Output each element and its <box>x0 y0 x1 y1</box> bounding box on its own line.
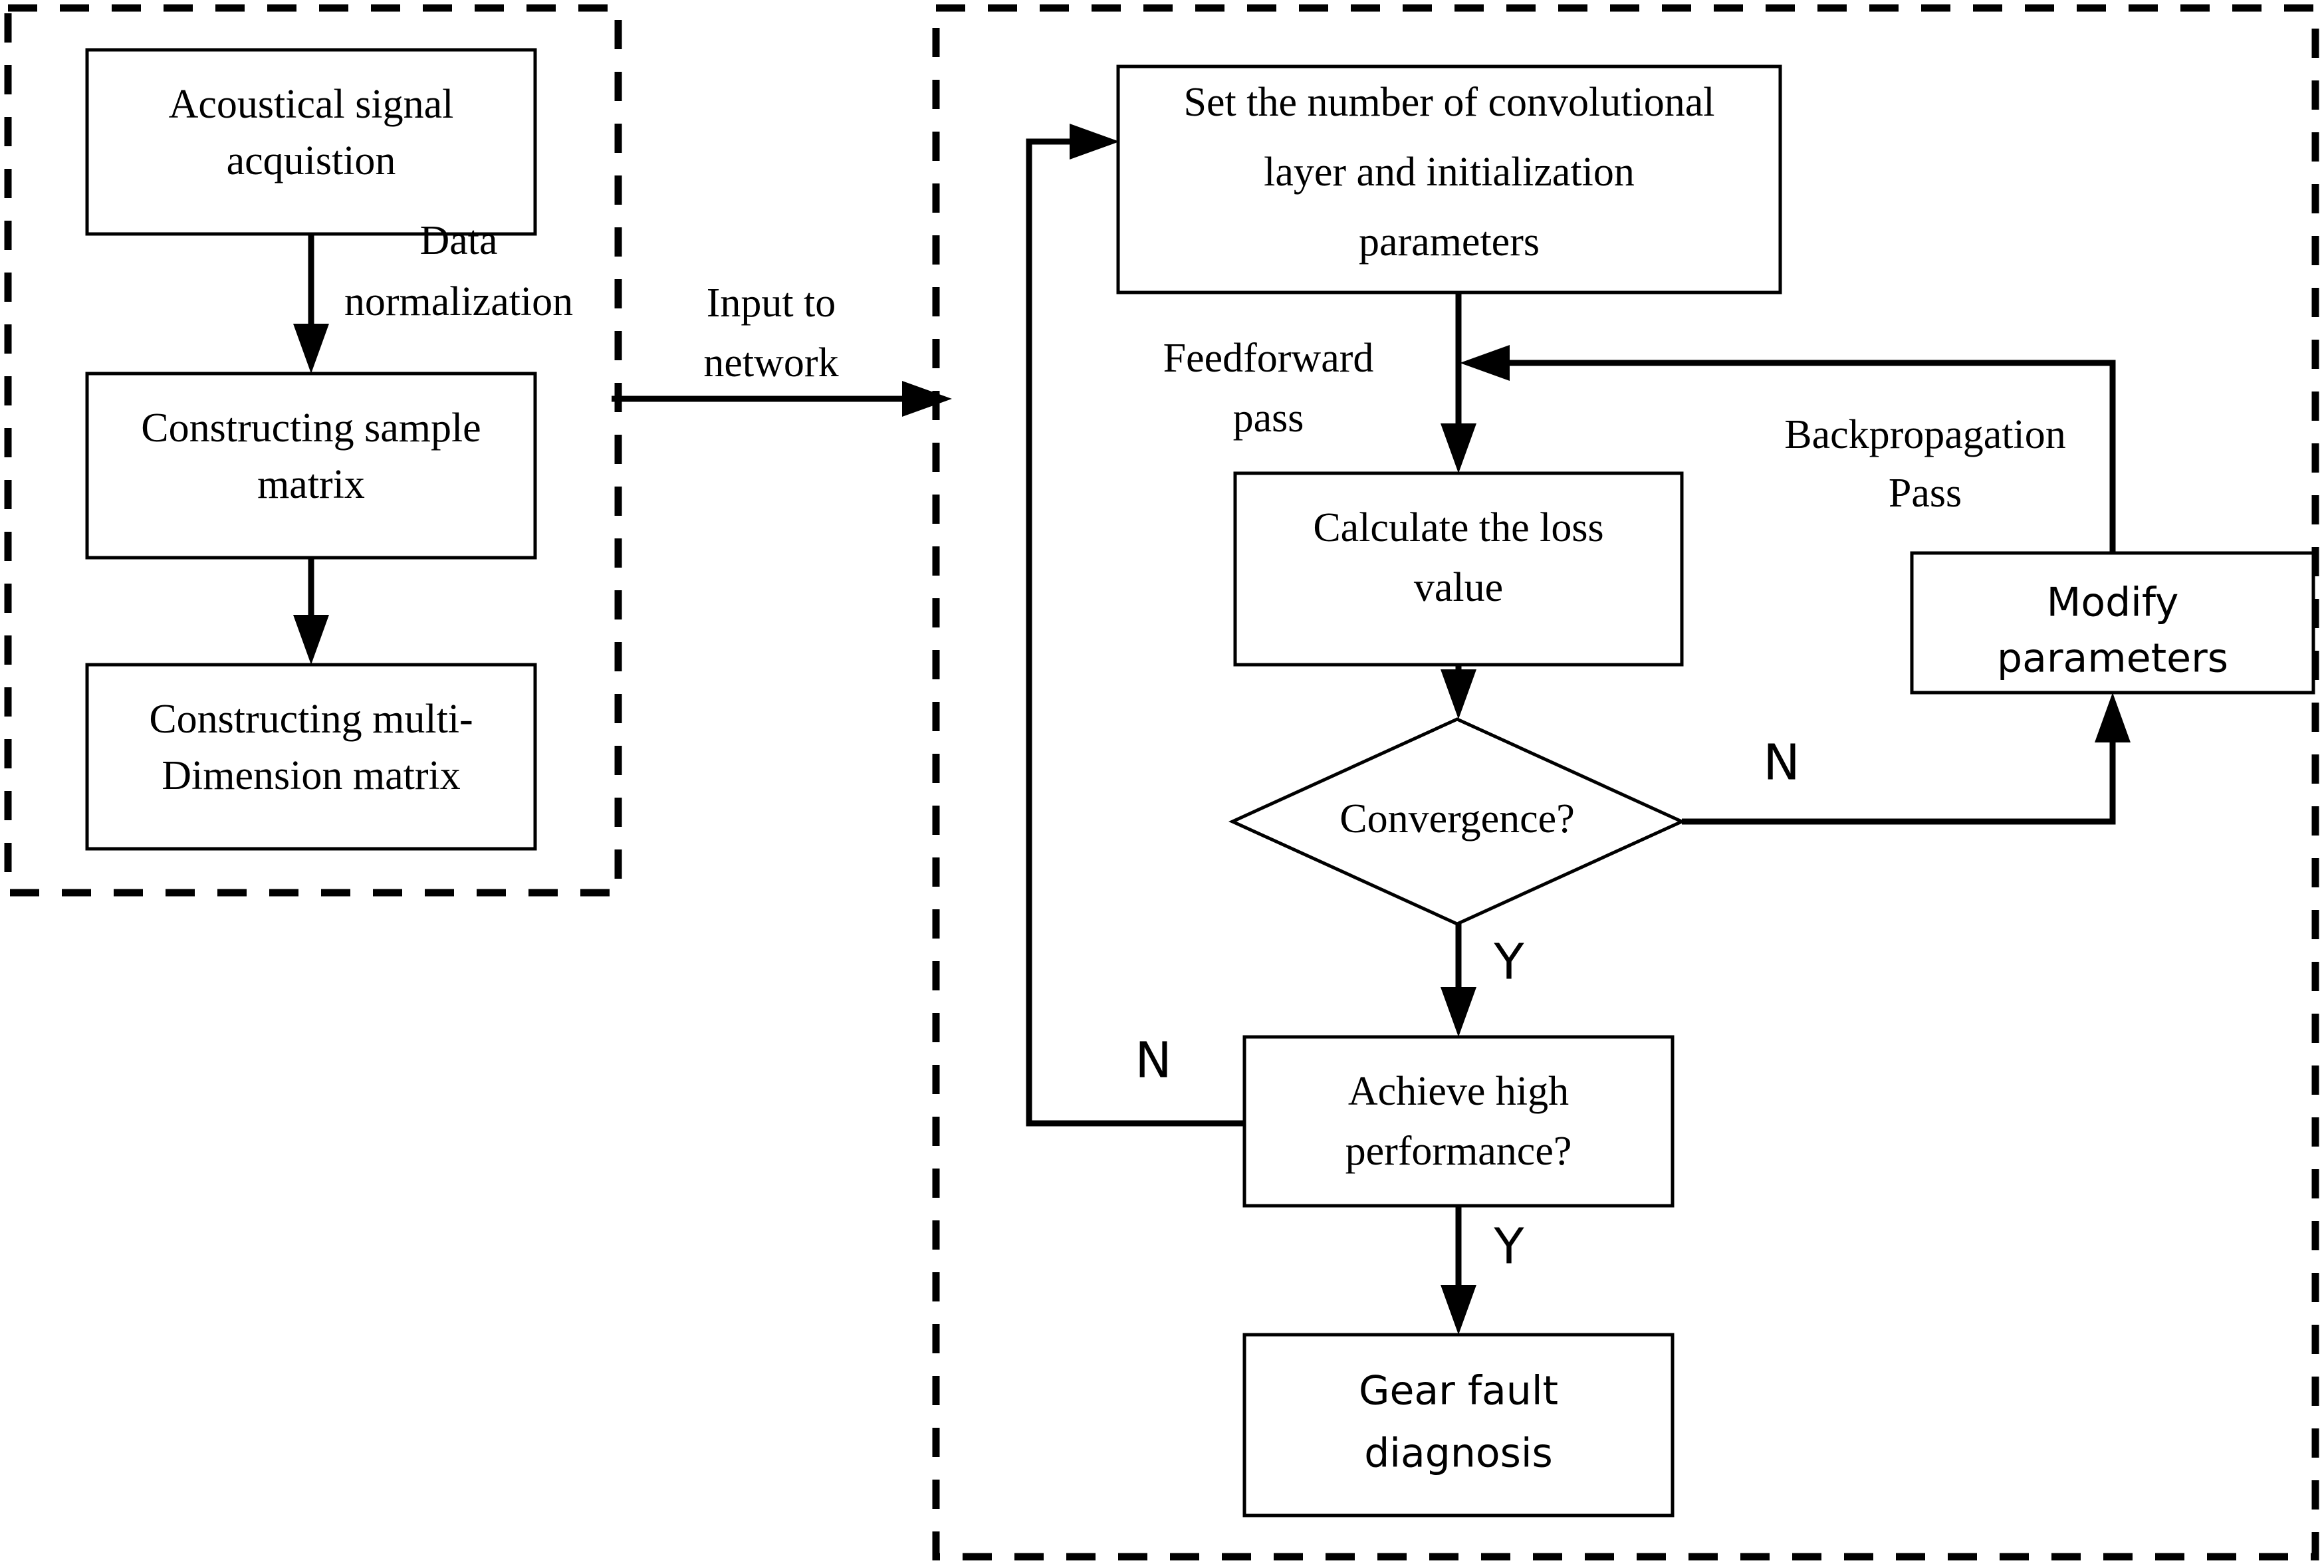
node-convergence-label: Convergence? <box>1339 796 1574 841</box>
edge-label-convergence-no: N <box>1763 734 1800 792</box>
edge-achieve-no-to-setconv <box>1026 138 1244 1127</box>
node-modify-label-line2: parameters <box>1997 635 2228 682</box>
node-set-conv-label-line3: parameters <box>1359 219 1540 265</box>
edge-label-feedforward-line1: Feedforward <box>1163 336 1374 381</box>
edge-modify-to-feedforward <box>1497 360 2116 553</box>
edge-convergence-no-to-modify <box>1682 726 2116 825</box>
node-gear-label-line1: Gear fault <box>1359 1368 1558 1414</box>
arrowhead-loss-to-convergence <box>1441 669 1476 719</box>
arrowhead-achieve-yes-to-gear <box>1441 1285 1476 1335</box>
arrowhead-convergence-yes-to-achieve <box>1441 987 1476 1037</box>
node-achieve-high-performance <box>1242 1035 1675 1208</box>
node-acoustical-signal-acquisition <box>85 48 537 236</box>
node-multi-dim-label-line2: Dimension matrix <box>162 753 460 798</box>
node-modify-parameters <box>1910 551 2315 695</box>
edge-label-backpropagation-line2: Pass <box>1889 471 1962 516</box>
node-achieve-label-line2: performance? <box>1345 1129 1572 1174</box>
edge-label-data-normalization-line2: normalization <box>344 279 573 324</box>
edge-label-input-to-network-line1: Input to <box>707 280 836 326</box>
node-set-conv-layer-params <box>1116 64 1782 294</box>
edge-label-convergence-yes: Y <box>1493 934 1524 991</box>
node-set-conv-label-line2: layer and initialization <box>1264 150 1635 195</box>
node-gear-fault-diagnosis <box>1242 1333 1675 1517</box>
node-sample-matrix-label-line2: matrix <box>257 462 365 507</box>
node-acoustical-signal-label-line2: acquistion <box>227 138 396 183</box>
node-multi-dim-label-line1: Constructing multi- <box>149 697 473 742</box>
node-gear-label-line2: diagnosis <box>1364 1430 1553 1477</box>
edge-label-feedforward-line2: pass <box>1233 395 1304 441</box>
arrowhead-modify-to-feedforward <box>1460 345 1510 381</box>
node-acoustical-signal-label-line1: Acoustical signal <box>169 82 454 127</box>
node-loss-label-line1: Calculate the loss <box>1313 505 1603 550</box>
edge-label-backpropagation-line1: Backpropagation <box>1784 412 2066 457</box>
node-constructing-multi-dimension-matrix <box>85 663 537 851</box>
node-loss-label-line2: value <box>1414 565 1503 610</box>
arrowhead-acoustical-to-sample <box>293 324 329 374</box>
node-sample-matrix-label-line1: Constructing sample <box>141 405 481 451</box>
node-achieve-label-line1: Achieve high <box>1348 1069 1569 1114</box>
group-cnn-training <box>932 4 2319 1561</box>
node-modify-label-line1: Modify <box>2047 580 2179 626</box>
arrowhead-convergence-no-to-modify <box>2095 693 2131 742</box>
group-data-preparation <box>4 4 622 897</box>
edge-label-achieve-yes: Y <box>1493 1218 1524 1276</box>
arrowhead-achieve-no-to-setconv <box>1070 124 1119 160</box>
arrowhead-setconv-to-loss <box>1441 423 1476 473</box>
arrowhead-input-to-network <box>902 381 952 417</box>
edge-label-achieve-no: N <box>1135 1032 1171 1089</box>
edge-label-input-to-network-line2: network <box>703 340 838 386</box>
edge-label-data-normalization-line1: Data <box>419 218 497 263</box>
node-set-conv-label-line1: Set the number of convolutional <box>1184 80 1715 125</box>
arrowhead-sample-to-multidim <box>293 615 329 665</box>
